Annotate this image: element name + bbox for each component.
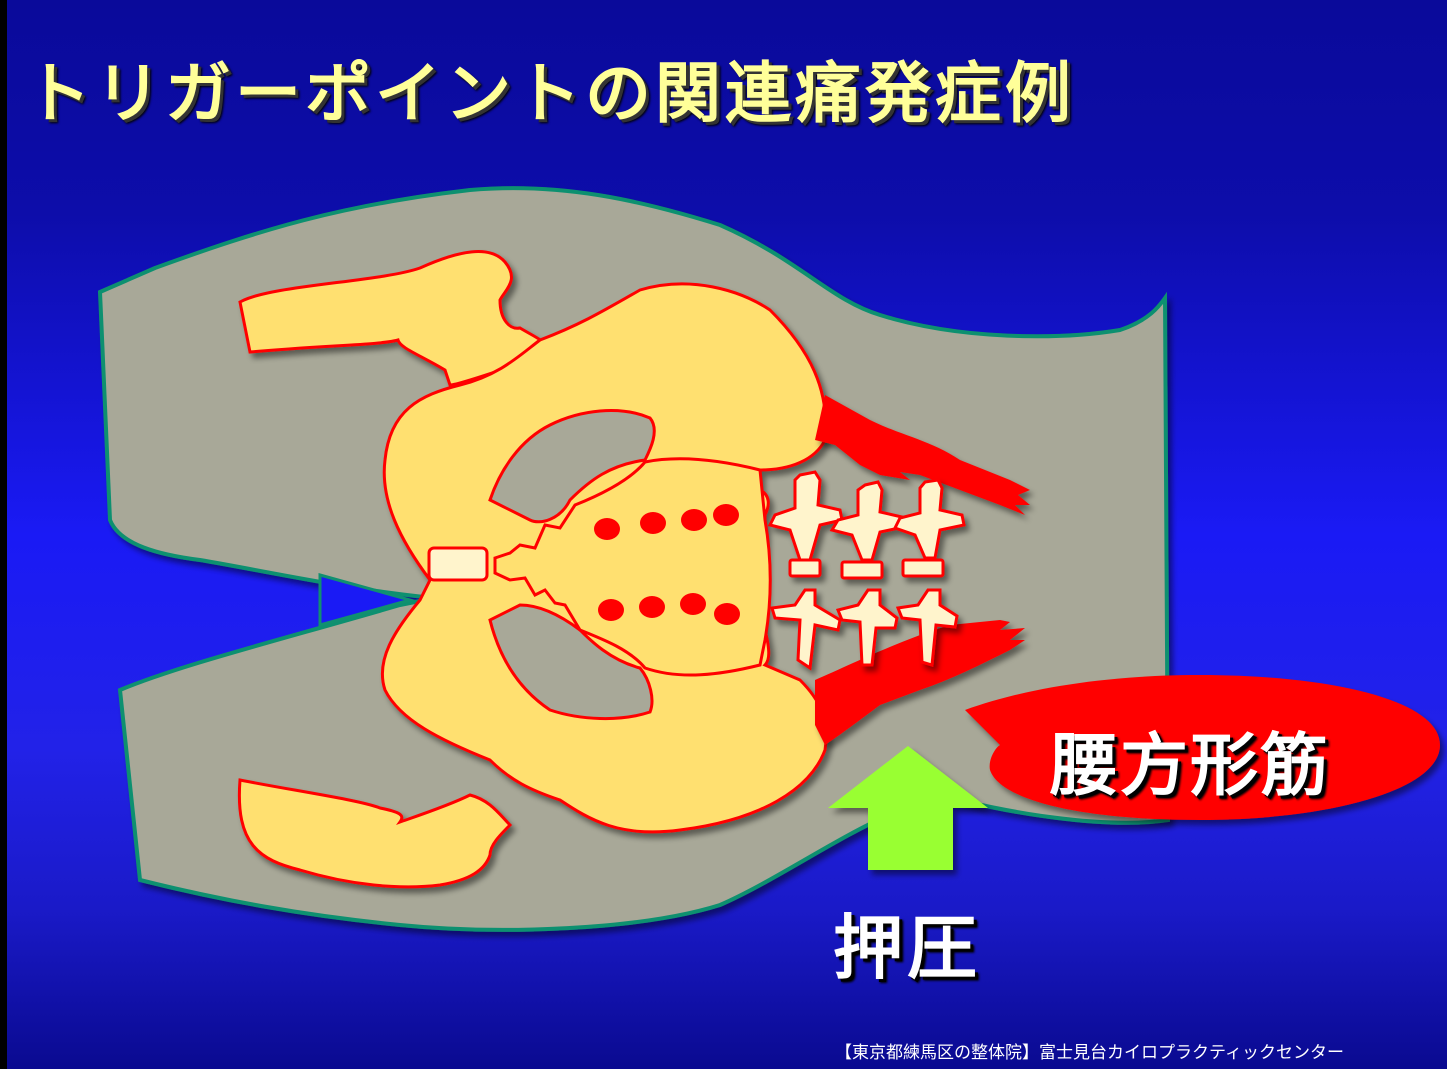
slide: トリガーポイントの関連痛発症例 xyxy=(7,0,1447,1069)
trigger-point xyxy=(639,596,665,618)
pelvic-opening-upper xyxy=(488,409,656,524)
trigger-point xyxy=(598,599,624,621)
trigger-point xyxy=(640,512,666,534)
pressure-label: 押圧 xyxy=(833,907,981,989)
pelvis-diagram xyxy=(97,186,1440,932)
pelvic-opening-lower xyxy=(488,603,654,721)
lower-femur xyxy=(237,778,513,889)
muscle-label: 腰方形筋 xyxy=(1050,727,1331,806)
trigger-point xyxy=(680,593,706,615)
pubic-symphysis xyxy=(427,546,489,582)
trigger-point xyxy=(714,603,740,625)
vertebra xyxy=(767,470,844,671)
intervertebral-disc xyxy=(840,560,884,580)
vertebra xyxy=(892,478,966,667)
intervertebral-disc xyxy=(788,558,822,578)
pressure-arrow-icon xyxy=(828,746,988,870)
muscle-upper xyxy=(815,395,1030,515)
vertebra xyxy=(829,480,906,667)
muscle-lower xyxy=(815,620,1025,745)
trigger-point xyxy=(713,504,739,526)
slide-title: トリガーポイントの関連痛発症例 xyxy=(25,55,1075,132)
credit-text: 【東京都練馬区の整体院】富士見台カイロプラクティックセンター xyxy=(835,1043,1344,1063)
trigger-points xyxy=(594,504,740,625)
muscle-callout-bubble xyxy=(965,675,1440,820)
trigger-point xyxy=(681,509,707,531)
trigger-point xyxy=(594,518,620,540)
intervertebral-disc xyxy=(901,558,945,578)
lumbar-vertebrae xyxy=(767,470,966,671)
body-notch xyxy=(318,573,416,627)
upper-femur xyxy=(238,250,550,387)
